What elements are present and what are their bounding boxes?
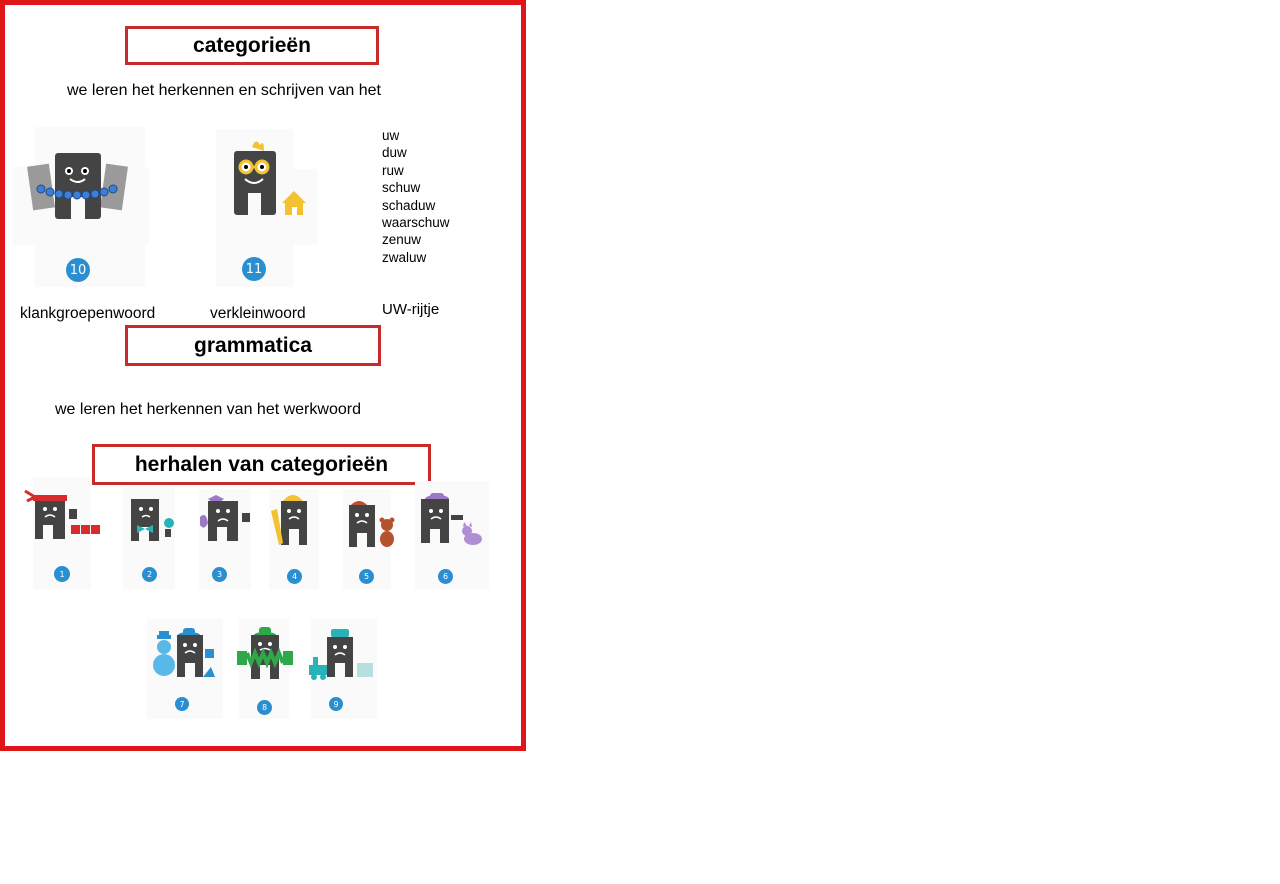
monster-train-icon [309, 629, 373, 680]
intro-grammar: we leren het herkennen van het werkwoord [55, 401, 361, 418]
intro-categories: we leren het herkennen en schrijven van … [67, 82, 381, 99]
badge-9: 9 [329, 697, 343, 711]
badge-1: 1 [54, 566, 70, 582]
badge-2: 2 [142, 567, 157, 582]
heading-grammar: grammatica [125, 325, 381, 366]
heading-categories: categorieën [125, 26, 379, 65]
list-item: schuw [382, 180, 421, 196]
badge-8: 8 [257, 700, 272, 715]
monster-bowtie-icon [131, 499, 174, 541]
list-item: schaduw [382, 197, 436, 213]
monster-purple-bow-icon [200, 495, 250, 541]
monster-headband-blocks-icon [24, 489, 100, 539]
badge-3: 3 [212, 567, 227, 582]
category-label-10: klankgroepenwoord [20, 305, 156, 322]
badge-5: 5 [359, 569, 374, 584]
uw-word-list: uw duw ruw schuw schaduw waarschuw zenuw… [382, 127, 450, 266]
monster-hat-cat-icon [421, 493, 482, 545]
worksheet-frame: categorieën we leren het herkennen en sc… [0, 0, 526, 751]
badge-10: 10 [66, 258, 90, 282]
list-item: ruw [382, 162, 404, 178]
monster-cap-teddybear-icon [349, 501, 395, 547]
monster-with-bead-necklace-icon [27, 153, 128, 219]
badge-11: 11 [242, 257, 266, 281]
list-item: waarschuw [382, 215, 450, 231]
monster-snowman-icon [153, 628, 215, 677]
badge-7: 7 [175, 697, 189, 711]
list-item: duw [382, 145, 407, 161]
monster-with-glasses-and-house-icon [234, 141, 306, 215]
monster-accordion-icon [237, 627, 293, 679]
list-item: uw [382, 128, 400, 143]
uw-list-caption: UW-rijtje [382, 301, 440, 318]
heading-repeat: herhalen van categorieën [92, 444, 431, 485]
monster-helmet-pencil-icon [271, 495, 307, 545]
category-label-11: verkleinwoord [210, 305, 306, 322]
badge-6: 6 [438, 569, 453, 584]
list-item: zenuw [382, 232, 422, 248]
list-item: zwaluw [382, 249, 427, 265]
badge-4: 4 [287, 569, 302, 584]
